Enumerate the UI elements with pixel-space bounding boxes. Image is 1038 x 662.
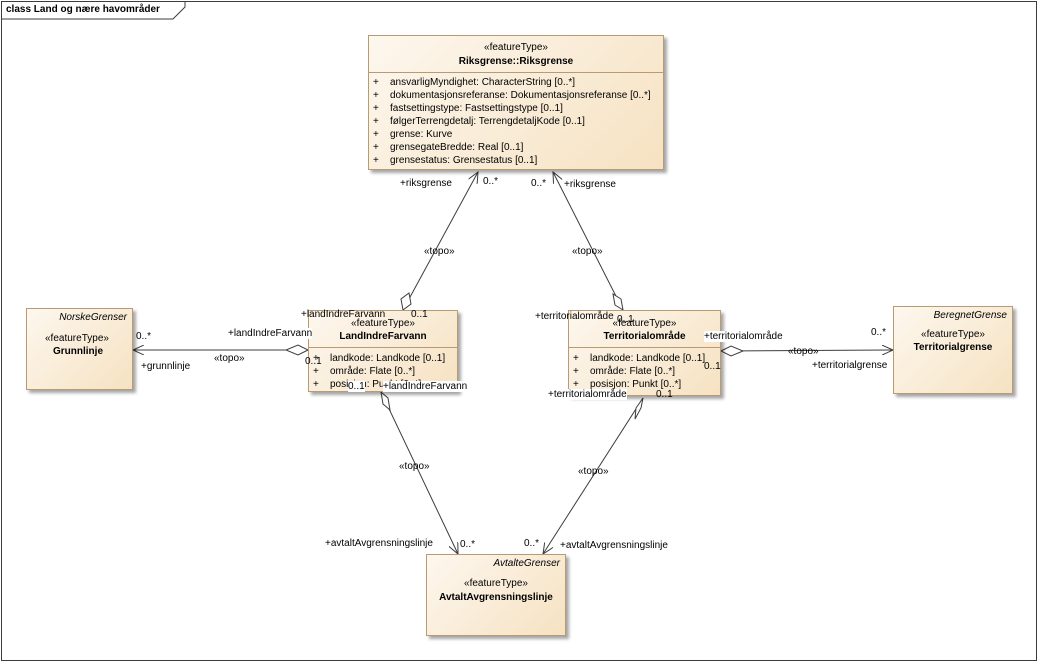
class-name: Grunnlinje (53, 346, 103, 357)
aggregation-diamond (380, 390, 391, 412)
attribute-item[interactable]: +ansvarligMyndighet: CharacterString [0.… (373, 77, 576, 88)
stereotype-label: «featureType» (45, 333, 109, 344)
attribute-item[interactable]: +grensestatus: Grensestatus [0..1] (373, 155, 538, 166)
aggregation-diamond (634, 397, 644, 420)
attribute-list: +landkode: Landkode [0..1] +område: Flat… (573, 352, 718, 391)
attribute-item[interactable]: +posisjon: Punkt [0..*] (573, 379, 682, 390)
attribute-item[interactable]: +dokumentasjonsreferanse: Dokumentasjons… (373, 90, 651, 101)
class-name: AvtaltAvgrensningslinje (439, 592, 553, 603)
stereotype-label: «topo» (788, 346, 819, 357)
attribute-item[interactable]: +følgerTerrengdetalj: TerrengdetaljKode … (373, 116, 585, 127)
stereotype-label: «featureType» (351, 318, 415, 329)
attribute-item[interactable]: +grense: Kurve (373, 129, 453, 140)
package-label: BeregnetGrense (933, 310, 1007, 321)
attribute-item[interactable]: +landkode: Landkode [0..1] (313, 353, 446, 364)
role-label: +landIndreFarvann (383, 381, 468, 392)
attribute-list: +ansvarligMyndighet: CharacterString [0.… (373, 76, 661, 167)
attribute-item[interactable]: +landkode: Landkode [0..1] (573, 353, 706, 364)
role-label: +riksgrense (400, 178, 452, 189)
aggregation-diamond (612, 292, 624, 312)
role-label: +grunnlinje (141, 361, 191, 372)
role-label: +riksgrense (564, 179, 616, 190)
role-label: +territorialgrense (812, 360, 888, 371)
aggregation-diamond (284, 344, 310, 356)
class-name: LandIndreFarvann (339, 331, 427, 342)
role-label: +territorialområde (548, 389, 627, 400)
role-label: +avtaltAvgrensningslinje (325, 538, 433, 549)
multiplicity-label: 0..1 (704, 361, 721, 372)
role-label: +avtaltAvgrensningslinje (560, 540, 668, 551)
assoc-territorialomrade-avtalt[interactable] (543, 397, 644, 554)
stereotype-label: «featureType» (921, 329, 985, 340)
class-avtalt-avgrensningslinje[interactable]: AvtalteGrenser «featureType» AvtaltAvgre… (426, 554, 566, 636)
role-label: +landIndreFarvann (301, 309, 386, 320)
class-name: Territorialområde (603, 331, 686, 342)
stereotype-label: «topo» (399, 461, 430, 472)
diagram-title: class Land og nære havområder (6, 4, 160, 15)
package-label: AvtalteGrenser (493, 558, 560, 569)
stereotype-label: «topo» (578, 466, 609, 477)
stereotype-label: «featureType» (484, 42, 548, 53)
role-label: +landIndreFarvann (228, 328, 313, 339)
aggregation-diamond (719, 345, 745, 357)
role-label: +territorialområde (704, 331, 783, 342)
stereotype-label: «featureType» (464, 578, 528, 589)
multiplicity-label: 0..1 (617, 314, 634, 325)
multiplicity-label: 0..* (483, 176, 499, 187)
assoc-territorialomrade-territorialgrense[interactable] (720, 350, 893, 351)
class-land-indre-farvann[interactable]: «featureType» LandIndreFarvann +landkode… (308, 310, 458, 392)
multiplicity-label: 0..1 (348, 381, 365, 392)
assoc-landindrefarvann-avtalt[interactable] (380, 391, 458, 554)
assoc-landindrefarvann-riksgrense[interactable] (402, 172, 478, 311)
stereotype-label: «featureType» (612, 318, 677, 329)
compartment-divider (369, 72, 663, 73)
class-grunnlinje[interactable]: NorskeGrenser «featureType» Grunnlinje (26, 308, 133, 390)
multiplicity-label: 0..1 (411, 309, 428, 320)
stereotype-label: «topo» (214, 353, 245, 364)
package-label: NorskeGrenser (59, 312, 127, 323)
role-label: +territorialområde (535, 311, 614, 322)
class-name: Riksgrense::Riksgrense (458, 56, 574, 67)
attribute-item[interactable]: +område: Flate [0..*] (313, 366, 416, 377)
attribute-item[interactable]: +grensegateBredde: Real [0..1] (373, 142, 524, 153)
aggregation-diamond (400, 292, 412, 311)
multiplicity-label: 0..* (524, 538, 540, 549)
compartment-divider (309, 347, 457, 348)
class-territorialgrense[interactable]: BeregnetGrense «featureType» Territorial… (893, 306, 1013, 394)
attribute-list: +landkode: Landkode [0..1] +område: Flat… (313, 352, 455, 391)
compartment-divider (569, 347, 720, 348)
attribute-item[interactable]: +fastsettingstype: Fastsettingstype [0..… (373, 103, 563, 114)
multiplicity-label: 0..1 (305, 356, 322, 367)
multiplicity-label: 0..* (531, 178, 547, 189)
assoc-territorialomrade-riksgrense[interactable] (553, 172, 624, 311)
stereotype-label: «topo» (572, 246, 603, 257)
attribute-item[interactable]: +posisjon: Punkt [0..*] (313, 379, 422, 390)
class-name: Territorialgrense (913, 342, 993, 353)
title-tab-shape (1, 1, 186, 20)
multiplicity-label: 0..* (136, 331, 152, 342)
multiplicity-label: 0..* (460, 539, 476, 550)
multiplicity-label: 0..* (871, 327, 887, 338)
stereotype-label: «topo» (424, 246, 455, 257)
class-territorialomrade[interactable]: «featureType» Territorialområde +landkod… (568, 310, 721, 396)
class-riksgrense[interactable]: «featureType» Riksgrense::Riksgrense +an… (368, 35, 664, 170)
multiplicity-label: 0..1 (656, 389, 673, 400)
attribute-item[interactable]: +område: Flate [0..*] (573, 366, 676, 377)
